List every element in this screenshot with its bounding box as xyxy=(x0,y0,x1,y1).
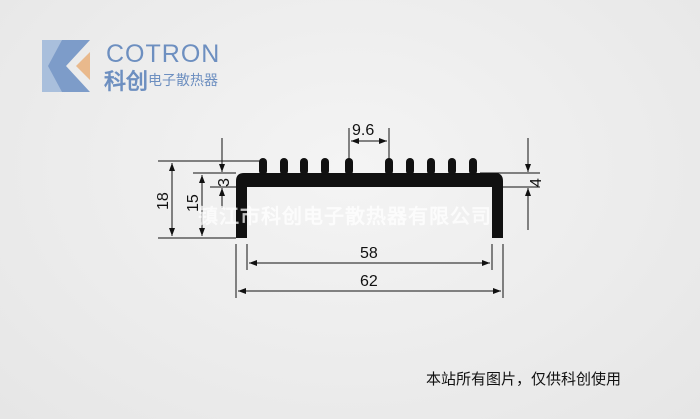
fin xyxy=(448,158,456,175)
watermark: 镇江市科创电子散热器有限公司 xyxy=(198,206,492,228)
brand-subtitle: 电子散热器 xyxy=(148,72,218,88)
fin xyxy=(280,158,288,175)
fin xyxy=(385,158,393,175)
fin xyxy=(469,158,477,175)
dim-fin-height: 3 xyxy=(216,178,233,187)
footer-note: 本站所有图片，仅供科创使用 xyxy=(426,371,622,388)
fin xyxy=(345,158,353,175)
brand-name-cn: 科创 xyxy=(104,69,149,94)
dim-base-thickness: 4 xyxy=(528,178,545,187)
company-logo xyxy=(40,38,230,94)
dim-total-height: 18 xyxy=(155,192,172,210)
dim-outer-width: 62 xyxy=(360,273,378,290)
dim-leg-height: 15 xyxy=(185,194,202,212)
brand-name: COTRON xyxy=(106,40,221,68)
fin xyxy=(427,158,435,175)
dim-inner-width: 58 xyxy=(360,245,378,262)
dim-fin-pitch: 9.6 xyxy=(352,122,374,139)
dimension-lines xyxy=(158,128,540,298)
logo-mark-icon xyxy=(42,40,90,92)
fin xyxy=(406,158,414,175)
fin xyxy=(300,158,308,175)
fin xyxy=(259,158,267,175)
fin xyxy=(321,158,329,175)
profile-shape xyxy=(236,158,503,238)
